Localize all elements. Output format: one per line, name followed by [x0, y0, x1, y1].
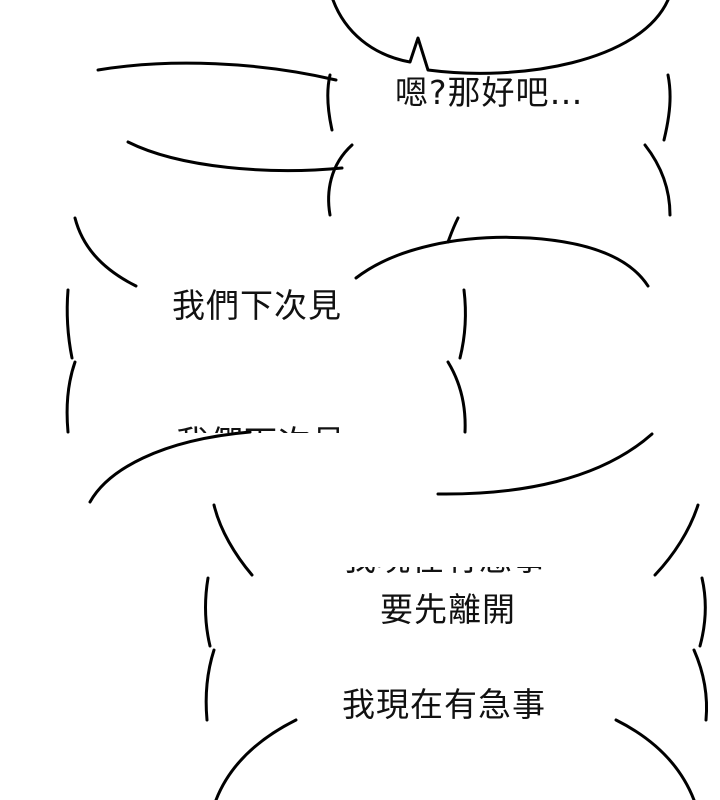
- bubble-overlap-right: [436, 432, 654, 496]
- bubble-c-cut-text-wrap: 我們下次見: [176, 426, 376, 433]
- bubble-e-cut-text: 我現在有急事: [343, 567, 547, 575]
- bubble-d-top-left: [212, 503, 254, 577]
- bubble-b-right-bottom: [643, 143, 672, 217]
- bubble-c-text: 我們下次見: [172, 286, 342, 325]
- bubble-e-right: [692, 648, 709, 722]
- bubble-b-left-top: [326, 73, 334, 132]
- bubble-overlap-left: [88, 430, 252, 504]
- bubble-c-cut-text: 我們下次見: [176, 426, 346, 433]
- bubble-c-right-mid: [458, 288, 467, 360]
- bubble-left-upper-outline: [96, 61, 338, 82]
- bubble-e-text: 我現在有急事: [342, 688, 546, 720]
- bubble-e-cut-text-wrap: 我現在有急事: [343, 567, 558, 577]
- bubble-left-lower-outline: [126, 140, 344, 173]
- bubble-d-right-mid: [698, 576, 707, 648]
- bubble-d-text: 要先離開: [380, 590, 516, 629]
- bubble-d-left-mid: [204, 576, 212, 648]
- bubble-e-left: [204, 648, 216, 722]
- bubble-overlap-top: [354, 235, 650, 288]
- bubble-c-left-bottom: [65, 360, 77, 434]
- bubble-c-top-right: [446, 216, 460, 244]
- bubble-e-text-wrap: 我現在有急事: [342, 688, 582, 720]
- bubble-c-top-left: [73, 216, 138, 288]
- bubble-d-top-right: [653, 503, 700, 577]
- bubble-bottom-outline: [214, 718, 696, 800]
- bubble-b-left-bottom: [327, 143, 354, 217]
- bubble-c-right-bottom: [446, 360, 467, 434]
- bubble-c-left-mid: [65, 288, 74, 360]
- bubble-top-outline: [331, 0, 670, 75]
- bubble-b-text: 嗯?那好吧…: [395, 73, 584, 112]
- bubble-b-right-top: [662, 73, 672, 142]
